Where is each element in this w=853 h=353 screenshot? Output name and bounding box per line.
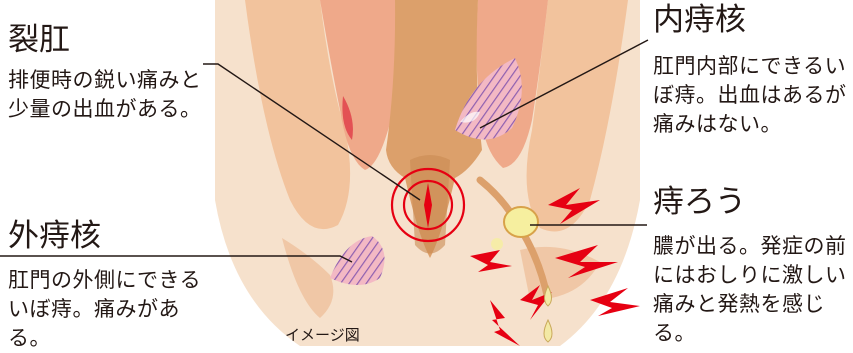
external-hemorrhoid-title: 外痔核 <box>8 218 101 254</box>
internal-hemorrhoid-description: 肛門内部にできるいぼ痔。出血はあるが痛みはない。 <box>653 52 849 139</box>
fissure-title: 裂肛 <box>8 22 70 58</box>
image-caption: イメージ図 <box>285 326 360 344</box>
internal-hemorrhoid-title: 内痔核 <box>653 2 746 38</box>
fistula-description: 膿が出る。発症の前にはおしりに激しい痛みと発熱を感じる。 <box>653 232 851 348</box>
pus-sac <box>504 207 538 237</box>
fistula-opening <box>491 238 503 250</box>
fissure-description: 排便時の鋭い痛みと少量の出血がある。 <box>8 66 208 124</box>
fistula-title: 痔ろう <box>653 184 746 220</box>
external-hemorrhoid-description: 肛門の外側にできるいぼ痔。痛みがある。 <box>8 266 208 353</box>
